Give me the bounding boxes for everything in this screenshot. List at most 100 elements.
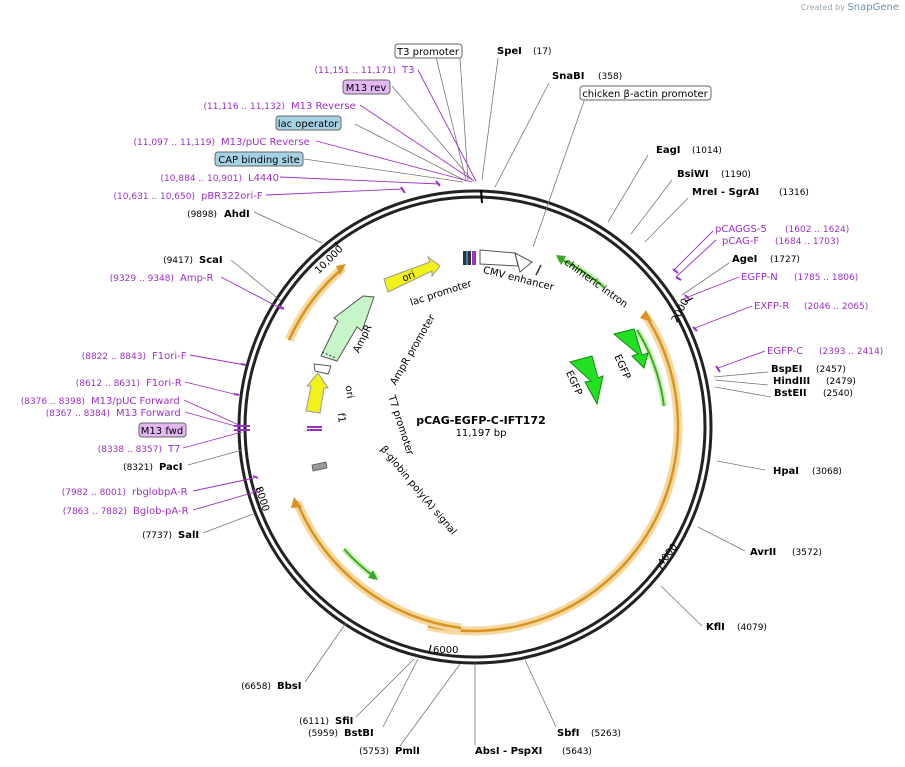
ampr-arrow — [320, 295, 375, 362]
primer-m13puc-reverse: M13/pUC Reverse — [221, 137, 310, 148]
egfp-arrow-outer — [612, 328, 649, 369]
enzyme-bspei-pos: (2457) — [816, 365, 846, 375]
m13-rev-box: M13 rev — [342, 79, 391, 95]
lac-operator-box: lac operator — [275, 115, 342, 131]
enzyme-bsteii-pos: (2540) — [823, 389, 853, 399]
plasmid-name: pCAG-EGFP-C-IFT172 — [416, 414, 546, 427]
enzyme-sali-pos: (7737) — [142, 531, 172, 541]
f1-label: f1 — [335, 412, 347, 423]
primer-pbr322ori-f-range: (10,631 .. 10,650) — [114, 192, 195, 202]
primer-l4440-range: (10,884 .. 10,901) — [161, 174, 242, 184]
primer-t3-range: (11,151 .. 11,171) — [315, 66, 396, 76]
enzyme-leader-lines — [187, 56, 772, 747]
primer-m13puc-forward-range: (8376 .. 8398) — [21, 397, 85, 407]
enzyme-eagi: EagI — [656, 145, 680, 156]
enzyme-bbsi: BbsI — [277, 681, 301, 692]
enzyme-agei: AgeI — [732, 254, 757, 265]
primer-site-marks — [233, 180, 721, 493]
t3-promoter-box: T3 promoter — [394, 43, 463, 59]
enzyme-eagi-pos: (1014) — [692, 146, 722, 156]
lac-promoter-label: lac promoter — [409, 278, 474, 309]
primer-egfp-c-range: (2393 .. 2414) — [819, 347, 883, 357]
enzyme-hindiii: HindIII — [773, 376, 810, 387]
ori-top-arrow — [383, 255, 441, 293]
egfp-arrow-inner — [568, 355, 604, 406]
enzyme-ahdi-pos: (9898) — [187, 210, 217, 220]
m13-fwd-text: M13 fwd — [141, 426, 183, 437]
primer-f1ori-f-range: (8822 .. 8843) — [82, 352, 146, 362]
ori-left-label: ori — [343, 385, 356, 399]
inner-green-arcs — [341, 255, 667, 581]
bglobin-polyA-box — [311, 461, 328, 472]
enzyme-scai-pos: (9417) — [163, 256, 193, 266]
primer-exfp-r-range: (2046 .. 2065) — [804, 302, 868, 312]
watermark-prefix: Created by — [800, 3, 845, 12]
primer-exfp-r: EXFP-R — [754, 301, 789, 312]
primer-amp-r: Amp-R — [180, 273, 214, 284]
primer-l4440: L4440 — [248, 173, 279, 184]
top-features — [463, 249, 542, 276]
enzyme-bspei: BspEI — [771, 364, 802, 375]
primer-amp-r-range: (9329 .. 9348) — [110, 274, 174, 284]
primer-t7-range: (8338 .. 8357) — [98, 445, 162, 455]
enzyme-kfli: KflI — [706, 622, 725, 633]
enzyme-scai: ScaI — [199, 255, 223, 266]
enzyme-paci: PacI — [159, 462, 182, 473]
primer-pcaggs-5-range: (1602 .. 1624) — [785, 225, 849, 235]
ampr-promoter-label: AmpR promoter — [389, 312, 439, 387]
enzyme-bstbi-pos: (5959) — [308, 729, 338, 739]
enzyme-agei-pos: (1727) — [770, 255, 800, 265]
enzyme-absi-pspxi: AbsI - PspXI — [475, 746, 542, 757]
primer-t7: T7 — [167, 444, 180, 455]
enzyme-spei: SpeI — [497, 46, 522, 57]
lac-operator-text: lac operator — [278, 119, 339, 130]
primer-pcag-f: pCAG-F — [722, 236, 759, 247]
enzyme-avrii: AvrII — [750, 547, 776, 558]
primer-bglob-pa-r: Bglob-pA-R — [133, 506, 189, 517]
primer-m13-reverse: M13 Reverse — [291, 101, 356, 112]
enzyme-pmli: PmlI — [395, 746, 420, 757]
m13-fwd-box: M13 fwd — [138, 422, 187, 438]
enzyme-sbfi: SbfI — [557, 728, 579, 739]
primer-labels-left: (11,151 .. 11,171) T3 (11,116 .. 11,132)… — [21, 65, 415, 517]
enzyme-absi-pspxi-pos: (5643) — [562, 747, 592, 757]
enzyme-labels-left: (9898) AhdI (9417) ScaI (8321) PacI (773… — [123, 209, 420, 757]
primer-t3: T3 — [401, 65, 414, 76]
primer-rbglobpa-r-range: (7982 .. 8001) — [62, 488, 126, 498]
chimeric-intron-label: chimeric intron — [562, 257, 630, 310]
primer-m13puc-forward: M13/pUC Forward — [91, 396, 180, 407]
enzyme-snabi: SnaBI — [552, 71, 584, 82]
snapgene-logo-text: SnapGene — [847, 2, 899, 13]
enzyme-hindiii-pos: (2479) — [826, 377, 856, 387]
enzyme-avrii-pos: (3572) — [792, 548, 822, 558]
egfp-outer-label: EGFP — [612, 353, 633, 381]
cap-site-box: CAP binding site — [214, 151, 304, 167]
primer-rbglobpa-r: rbglobpA-R — [132, 487, 188, 498]
orf-bands — [284, 264, 683, 636]
enzyme-spei-pos: (17) — [533, 47, 551, 57]
primer-f1ori-f: F1ori-F — [152, 351, 187, 362]
cba-promoter-box: chicken β-actin promoter — [579, 85, 712, 101]
enzyme-ahdi: AhdI — [224, 209, 250, 220]
ampr-promoter-arrow — [313, 363, 332, 375]
primer-pbr322ori-f: pBR322ori-F — [201, 191, 263, 202]
primer-pcag-f-range: (1684 .. 1703) — [775, 237, 839, 247]
enzyme-sfii: SfiI — [335, 716, 353, 727]
enzyme-mrei-sgrai: MreI - SgrAI — [692, 187, 759, 198]
enzyme-sali: SalI — [178, 530, 199, 541]
watermark: Created by SnapGene — [801, 2, 899, 13]
cba-promoter-text: chicken β-actin promoter — [582, 89, 708, 100]
enzyme-bsiwi-pos: (1190) — [721, 170, 751, 180]
enzyme-bbsi-pos: (6658) — [241, 682, 271, 692]
enzyme-labels-right: SpeI (17) SnaBI (358) EagI (1014) BsiWI … — [475, 46, 856, 757]
primer-m13-forward-range: (8367 .. 8384) — [46, 409, 110, 419]
egfp-inner-label: EGFP — [563, 369, 584, 397]
enzyme-pmli-pos: (5753) — [359, 747, 389, 757]
enzyme-sbfi-pos: (5263) — [591, 729, 621, 739]
enzyme-kfli-pos: (4079) — [737, 623, 767, 633]
primer-egfp-c: EGFP-C — [767, 346, 803, 357]
plasmid-size: 11,197 bp — [456, 428, 507, 439]
primer-egfp-n: EGFP-N — [741, 272, 778, 283]
m13-rev-text: M13 rev — [346, 83, 387, 94]
